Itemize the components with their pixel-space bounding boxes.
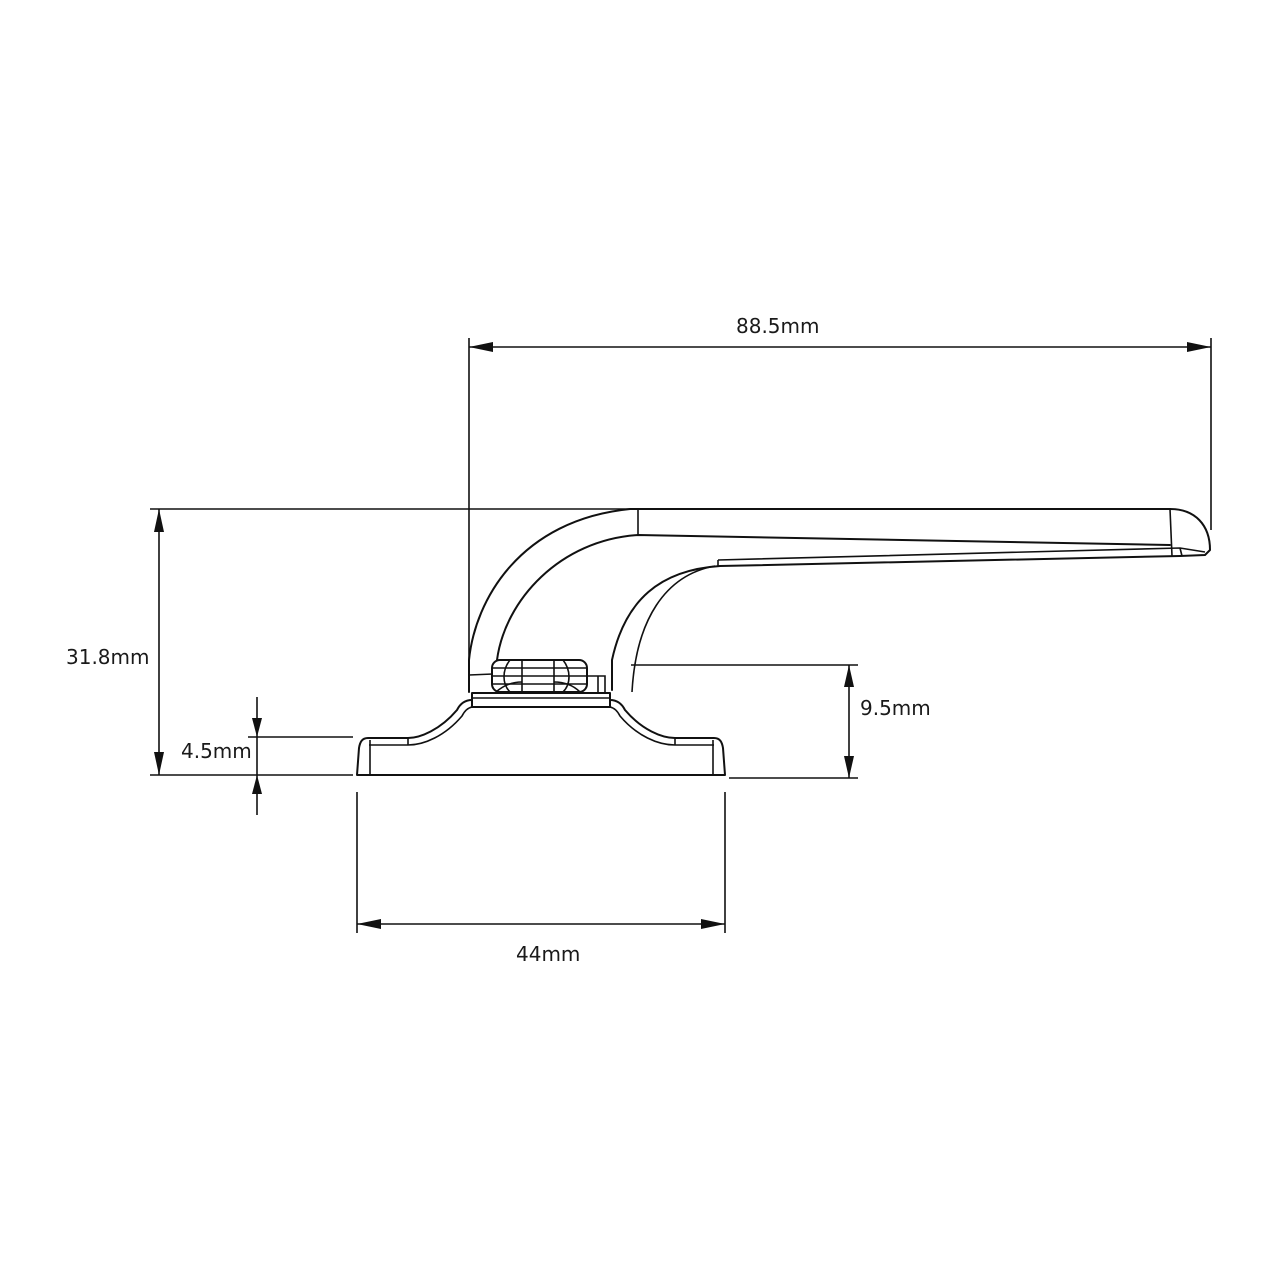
arrowhead-up-icon [252, 775, 262, 794]
arrowhead-left-icon [357, 919, 381, 929]
dimension-overall-length [468, 338, 1212, 672]
dimension-label-overall-length: 88.5mm [736, 314, 820, 338]
arrowhead-down-icon [154, 752, 164, 775]
handle-lever [468, 508, 1211, 693]
arrowhead-down-icon [844, 756, 854, 778]
spindle-block [491, 659, 606, 693]
dimension-label-base-height: 4.5mm [181, 739, 252, 763]
arrowhead-up-icon [154, 509, 164, 532]
arrowhead-right-icon [701, 919, 725, 929]
dimension-label-base-width: 44mm [516, 942, 581, 966]
dimension-label-pivot-height: 9.5mm [860, 696, 931, 720]
handle-base [356, 692, 726, 776]
arrowhead-right-icon [1187, 342, 1211, 352]
dimension-pivot-height [631, 664, 858, 779]
arrowhead-left-icon [469, 342, 493, 352]
dimension-label-overall-height: 31.8mm [66, 645, 150, 669]
dimension-overall-height [150, 508, 640, 776]
arrowhead-down-icon [252, 718, 262, 737]
dimension-base-width [356, 792, 726, 933]
dimension-base-height [248, 697, 353, 815]
arrowhead-up-icon [844, 665, 854, 687]
